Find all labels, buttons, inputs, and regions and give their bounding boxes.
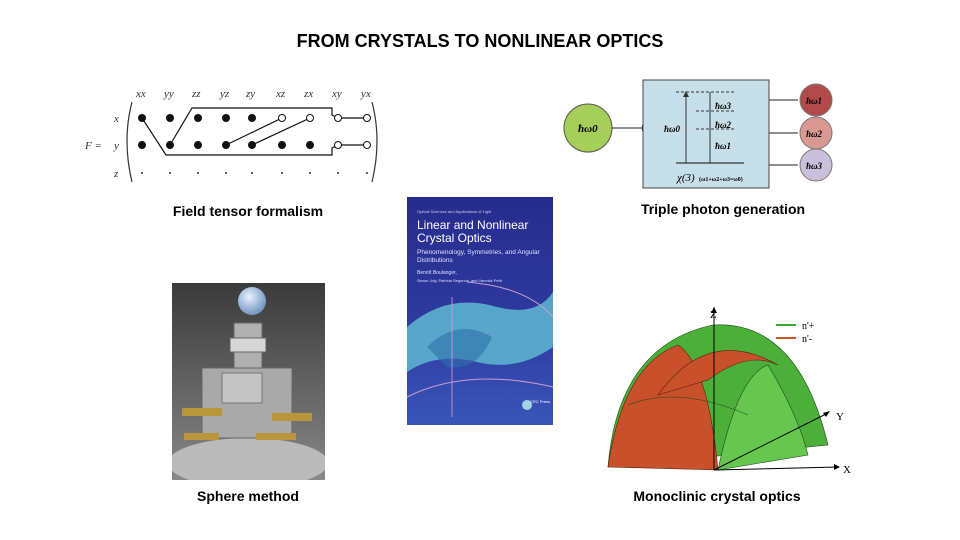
crystal-box [642, 79, 770, 189]
tensor-element-dot [222, 141, 230, 149]
tensor-element-dot [334, 114, 342, 122]
output-photon-1 [799, 83, 833, 117]
tensor-element-dot [222, 114, 230, 122]
tensor-element-dot [225, 172, 227, 174]
tensor-element-dot [141, 172, 143, 174]
connector-line [225, 117, 283, 146]
axis-label-x: X [843, 464, 851, 476]
axis-label-y: Y [836, 411, 844, 423]
tensor-element-dot [337, 172, 339, 174]
tensor-element-dot [166, 141, 174, 149]
level-label: ħω0 [664, 124, 681, 134]
row-label: x [113, 113, 119, 125]
transition-label: ħω2 [715, 120, 732, 130]
book-series: Optical Sciences and Applications of Lig… [417, 209, 492, 214]
crystal-sphere [238, 287, 266, 315]
tensor-element-dot [138, 141, 146, 149]
tensor-element-dot [169, 172, 171, 174]
column-header: xx [135, 88, 146, 100]
right-bracket [371, 101, 378, 183]
tensor-element-dot [366, 172, 368, 174]
book-cover-art [407, 281, 553, 417]
tensor-element-dot [248, 141, 256, 149]
tensor-element-dot [306, 141, 314, 149]
output-label: ħω3 [806, 161, 823, 171]
transition-label: ħω3 [715, 101, 732, 111]
connector-line [251, 117, 311, 146]
pump-label: ħω0 [578, 123, 598, 135]
slide-title: FROM CRYSTALS TO NONLINEAR OPTICS [296, 31, 664, 51]
caption-monoclinic: Monoclinic crystal optics [633, 488, 801, 504]
sphere-method-photo [172, 283, 325, 480]
column-header: xz [275, 88, 286, 100]
tensor-element-dot [166, 114, 174, 122]
tensor-element-dot [248, 114, 256, 122]
tensor-element-dot [251, 172, 253, 174]
connector-line [169, 107, 339, 146]
axis-label-z: Z [710, 309, 717, 321]
output-label: ħω1 [806, 96, 822, 106]
tensor-element-dot [281, 172, 283, 174]
column-header: yz [219, 88, 230, 100]
row-label: z [113, 168, 119, 180]
tensor-element-dot [306, 114, 314, 122]
caption-field-tensor: Field tensor formalism [172, 203, 324, 219]
tensor-element-dot [278, 141, 286, 149]
book-coauthors: Simon Joly, Patricia Segonds, and Yannic… [417, 278, 502, 283]
column-header: zz [191, 88, 201, 100]
tensor-element-dot [334, 141, 342, 149]
left-bracket [126, 101, 133, 183]
output-photon-3 [799, 148, 833, 182]
tensor-element-dot [194, 114, 202, 122]
row-label: y [113, 140, 119, 152]
tensor-element-dot [138, 114, 146, 122]
caption-triple-photon: Triple photon generation [640, 201, 806, 217]
book-publisher: CRC Press [530, 399, 551, 404]
tensor-element-dot [278, 114, 286, 122]
caption-sphere-method: Sphere method [197, 488, 299, 504]
column-header: xy [331, 88, 342, 100]
book-cover: Optical Sciences and Applications of Lig… [407, 197, 553, 425]
column-header: yx [360, 88, 371, 100]
matrix-label: F = [84, 140, 102, 152]
transition-label: ħω1 [715, 141, 731, 151]
tensor-element-dot [363, 141, 371, 149]
tensor-element-dot [363, 114, 371, 122]
chi-condition: (ω1+ω2+ω3=ω0) [699, 176, 743, 183]
output-label: ħω2 [806, 129, 823, 139]
tensor-element-dot [194, 141, 202, 149]
chi-label: χ(3) [676, 172, 695, 184]
monoclinic-surface-plot: Z Y X n'+ n'- [607, 307, 851, 476]
book-title: Linear and Nonlinear Crystal Optics [417, 218, 529, 245]
column-header: zx [303, 88, 313, 100]
tensor-element-dot [309, 172, 311, 174]
tensor-element-dot [197, 172, 199, 174]
book-author: Benoît Boulanger, [417, 270, 457, 276]
legend-label: n'+ [802, 321, 815, 332]
column-header: yy [163, 88, 174, 100]
triple-photon-diagram: ħω0 ħω0 ħω3 ħω2 ħω1 χ(3) (ω1+ω2+ω3=ω0) ħ… [563, 79, 833, 189]
column-header: zy [245, 88, 255, 100]
book-subtitle: Phenomenology, Symmetries, and Angular D… [417, 249, 540, 264]
connector-line [141, 117, 339, 156]
legend-label: n'- [802, 334, 812, 345]
